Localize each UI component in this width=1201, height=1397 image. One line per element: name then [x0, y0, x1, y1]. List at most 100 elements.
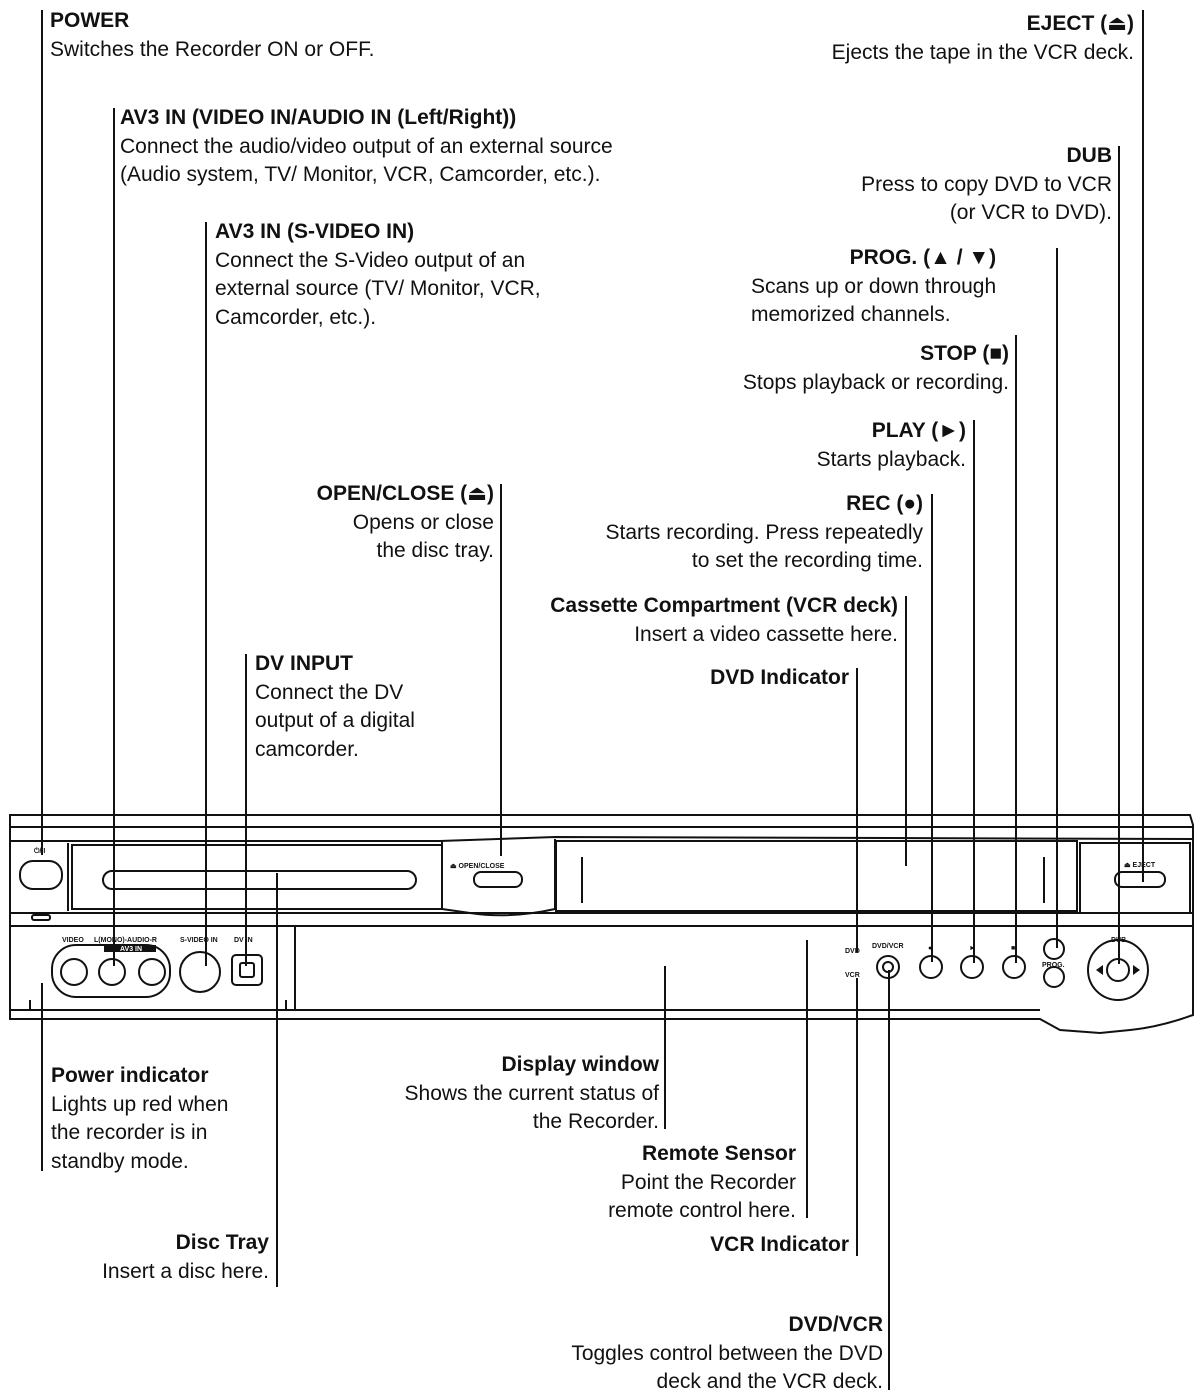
callout-power-indicator: Power indicator Lights up red when the r… — [51, 1062, 228, 1176]
callout-prog: PROG. (▲ / ▼) Scans up or down through m… — [751, 244, 996, 330]
leader-dvd-indicator — [856, 668, 858, 952]
callout-desc: Opens or close — [352, 510, 494, 534]
callout-desc: Ejects the tape in the VCR deck. — [831, 40, 1134, 64]
leader-display-window — [664, 966, 666, 1129]
eject-label: ⏏ EJECT — [1124, 862, 1156, 869]
callout-desc: deck and the VCR deck. — [656, 1370, 883, 1393]
leader-av3-svideo — [205, 222, 207, 966]
leader-cassette — [905, 596, 907, 866]
leader-power — [41, 10, 43, 855]
callout-desc: Starts playback. — [816, 447, 966, 471]
callout-title: Cassette Compartment (VCR deck) — [550, 594, 898, 617]
callout-desc: Connect the S-Video output of an — [215, 248, 526, 272]
open-close-button[interactable] — [473, 871, 523, 888]
leader-dvd-vcr — [888, 970, 890, 1390]
callout-title: EJECT (⏏) — [1026, 12, 1134, 35]
prog-up-button[interactable] — [1043, 938, 1065, 960]
audio-left-jack[interactable] — [98, 958, 126, 986]
callout-desc: (or VCR to DVD). — [949, 201, 1112, 224]
prog-label: PROG. — [1042, 962, 1065, 969]
leader-eject — [1142, 10, 1144, 882]
callout-desc: memorized channels. — [751, 303, 951, 326]
callout-desc: remote control here. — [608, 1199, 796, 1222]
callout-dvd-vcr: DVD/VCR Toggles control between the DVD … — [571, 1311, 883, 1397]
dv-in-label: DV IN — [234, 937, 253, 944]
video-label: VIDEO — [62, 937, 84, 944]
audio-right-jack[interactable] — [138, 958, 166, 986]
callout-title: OPEN/CLOSE (⏏) — [316, 482, 494, 505]
video-in-jack[interactable] — [60, 958, 88, 986]
callout-display-window: Display window Shows the current status … — [405, 1051, 659, 1137]
leader-av3-video — [113, 108, 115, 966]
dub-jog-ring[interactable] — [1087, 939, 1149, 1001]
callout-desc: Connect the audio/video output of an ext… — [120, 134, 613, 158]
eject-button[interactable] — [1114, 871, 1166, 888]
callout-open-close: OPEN/CLOSE (⏏) Opens or close the disc t… — [317, 480, 494, 566]
callout-desc: Shows the current status of — [404, 1081, 659, 1105]
callout-desc: Stops playback or recording. — [742, 370, 1009, 394]
stop-button[interactable] — [1002, 955, 1026, 979]
vcr-indicator-label: VCR — [845, 972, 860, 979]
callout-title: DV INPUT — [255, 652, 354, 675]
rec-button[interactable] — [919, 955, 943, 979]
audio-label: L(MONO)-AUDIO-R — [94, 937, 157, 944]
callout-title: VCR Indicator — [710, 1233, 849, 1256]
leader-disc-tray — [276, 873, 278, 1287]
dvd-indicator-label: DVD — [845, 948, 860, 955]
dub-button[interactable] — [1106, 958, 1130, 982]
callout-title: Display window — [501, 1053, 659, 1076]
chassis-outline — [9, 814, 1194, 1035]
leader-prog — [1056, 248, 1058, 948]
callout-title: Disc Tray — [175, 1231, 269, 1254]
callout-desc: the Recorder. — [532, 1110, 659, 1133]
play-symbol: ► — [969, 945, 976, 952]
callout-title: POWER — [50, 9, 130, 32]
dvd-vcr-button[interactable] — [876, 955, 900, 979]
callout-title: STOP (■) — [920, 342, 1009, 365]
callout-desc: external source (TV/ Monitor, VCR, — [215, 277, 541, 300]
callout-desc: Connect the DV — [255, 680, 404, 704]
power-indicator — [31, 914, 51, 921]
s-video-jack[interactable] — [179, 951, 221, 993]
dv-in-jack[interactable] — [231, 954, 263, 986]
callout-desc: Lights up red when — [51, 1092, 229, 1116]
callout-title: DVD/VCR — [788, 1313, 883, 1336]
callout-desc: (Audio system, TV/ Monitor, VCR, Camcord… — [120, 163, 601, 186]
callout-desc: Toggles control between the DVD — [571, 1341, 883, 1365]
callout-rec: REC (●) Starts recording. Press repeated… — [606, 490, 923, 576]
prog-down-button[interactable] — [1043, 966, 1065, 988]
power-button[interactable] — [19, 860, 63, 890]
callout-dvd-indicator: DVD Indicator — [710, 664, 849, 693]
leader-open-close — [500, 484, 502, 856]
leader-dub — [1118, 146, 1120, 964]
callout-title: Remote Sensor — [641, 1142, 796, 1165]
callout-desc: Switches the Recorder ON or OFF. — [50, 37, 375, 61]
leader-dv-input — [245, 654, 247, 966]
callout-desc: the recorder is in — [51, 1121, 208, 1144]
leader-power-indicator — [41, 983, 43, 1171]
leader-stop — [1015, 335, 1017, 963]
callout-cassette: Cassette Compartment (VCR deck) Insert a… — [550, 592, 898, 649]
rec-symbol: ● — [928, 945, 932, 952]
callout-title: DVD Indicator — [710, 666, 849, 689]
callout-title: REC (●) — [846, 492, 923, 515]
open-close-label: ⏏ OPEN/CLOSE — [450, 863, 505, 870]
av3-in-label: AV3 IN — [120, 946, 142, 953]
callout-av3-svideo: AV3 IN (S-VIDEO IN) Connect the S-Video … — [215, 218, 541, 332]
callout-play: PLAY (►) Starts playback. — [817, 417, 966, 474]
callout-title: AV3 IN (S-VIDEO IN) — [215, 220, 415, 243]
dub-label: DUB — [1111, 937, 1126, 944]
play-button[interactable] — [960, 955, 984, 979]
callout-desc: Insert a video cassette here. — [634, 622, 898, 646]
callout-desc: Press to copy DVD to VCR — [861, 172, 1112, 196]
callout-title: PROG. (▲ / ▼) — [849, 246, 997, 269]
dvd-vcr-label: DVD/VCR — [872, 943, 904, 950]
callout-desc: standby mode. — [51, 1149, 189, 1173]
svideo-label: S-VIDEO IN — [180, 937, 218, 944]
callout-desc: Insert a disc here. — [102, 1259, 269, 1283]
leader-remote-sensor — [806, 940, 808, 1218]
disc-tray[interactable] — [102, 870, 417, 890]
callout-av3-video: AV3 IN (VIDEO IN/AUDIO IN (Left/Right)) … — [120, 104, 613, 190]
leader-rec — [931, 494, 933, 962]
callout-desc: Camcorder, etc.). — [215, 305, 377, 329]
